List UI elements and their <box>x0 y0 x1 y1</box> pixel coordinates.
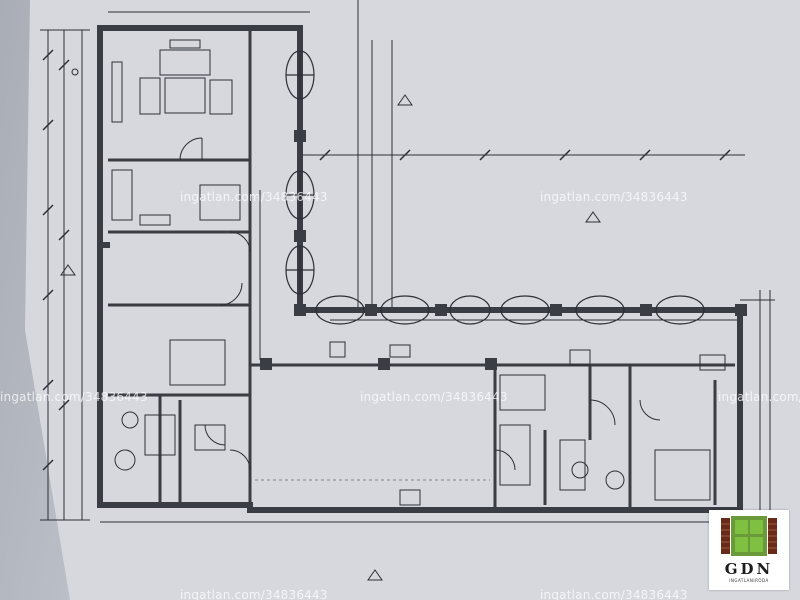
axis-markers <box>60 68 601 581</box>
dimension-ticks <box>42 49 731 471</box>
watermark-text: ingatlan.com/34836443 <box>540 190 688 204</box>
dimension-lines <box>40 0 775 523</box>
watermark-text: ingatlan.com/34836443 <box>180 588 328 600</box>
furniture <box>111 39 726 506</box>
watermark-text: ingatlan.com/34836443 <box>718 390 800 404</box>
logo-brand-text: GDN <box>724 560 774 578</box>
columns <box>260 130 747 370</box>
veranda-arches <box>285 50 705 325</box>
logo-tagline: INGATLANIRODA <box>729 578 769 583</box>
watermark-text: ingatlan.com/34836443 <box>360 390 508 404</box>
interior-walls <box>108 28 735 510</box>
watermark-text: ingatlan.com/34836443 <box>540 588 688 600</box>
company-logo: GDN INGATLANIRODA <box>709 510 789 590</box>
watermark-text: ingatlan.com/34836443 <box>180 190 328 204</box>
window-logo-icon <box>721 516 777 556</box>
watermark-text: ingatlan.com/34836443 <box>0 390 148 404</box>
door-swings <box>179 137 661 471</box>
